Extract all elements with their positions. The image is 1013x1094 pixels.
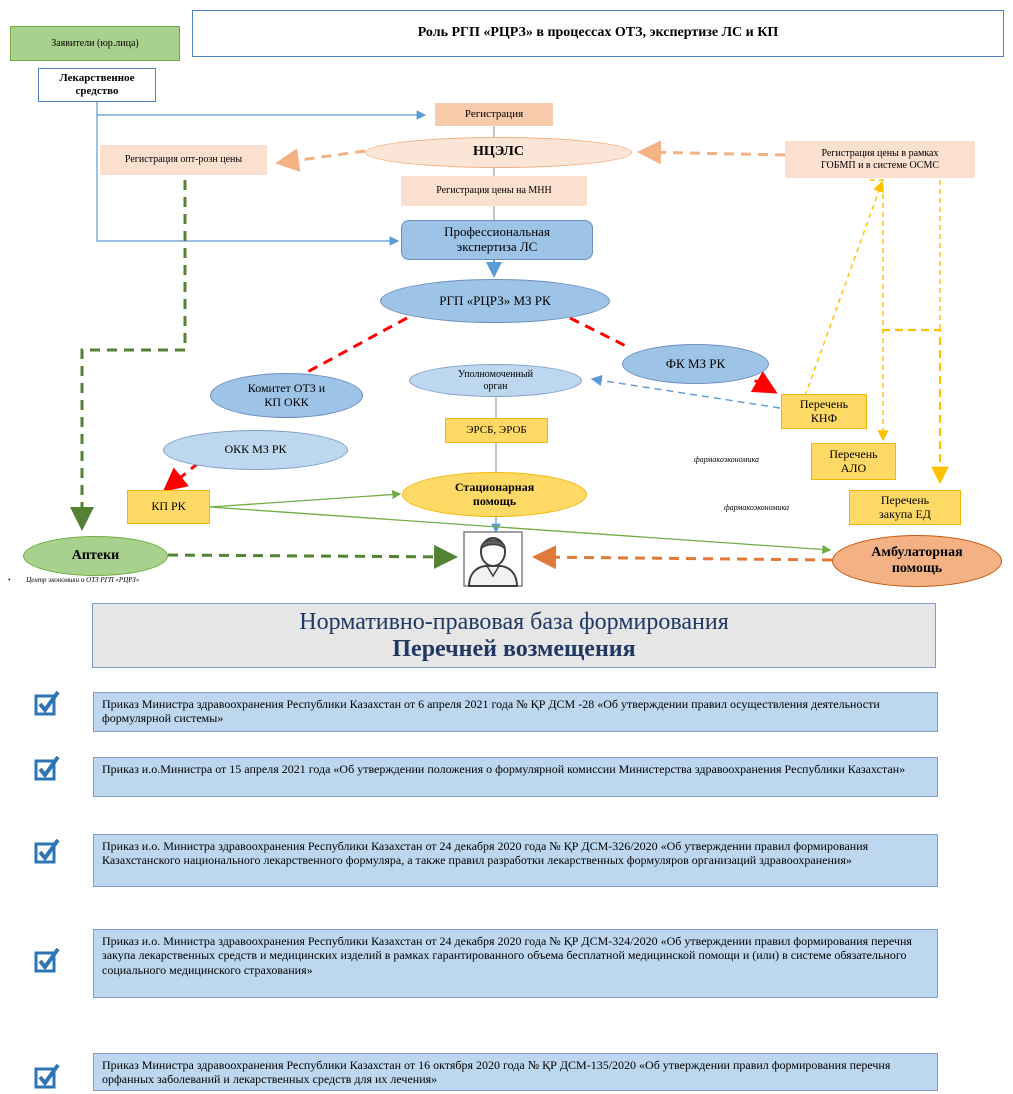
ed-line1: Перечень [880, 492, 930, 507]
medicine-box: Лекарственное средство [38, 68, 156, 102]
arrow-kp-inpatient [209, 489, 402, 508]
rcrz-node: РГП «РЦРЗ» МЗ РК [380, 279, 610, 323]
arrow-kp-outpatient [209, 506, 832, 554]
kp-rk-box: КП РК [127, 490, 210, 524]
gobmp-line2: ГОБМП и в системе ОСМС [820, 159, 940, 171]
arrow-knf-gobmp [804, 180, 884, 397]
committee-line1: Комитет ОТЗ и [247, 380, 326, 395]
pharmacoeconomics-label-2: фармакоэкономика [724, 503, 789, 512]
inpatient-node: Стационарная помощь [402, 472, 587, 517]
alo-line2: АЛО [840, 460, 867, 475]
applicants-box: Заявители (юр.лица) [10, 26, 180, 61]
arrow-knf-authorized [590, 374, 781, 409]
patient-icon [463, 531, 523, 587]
law-item-1: Приказ Министра здравоохранения Республи… [93, 692, 938, 732]
arrow-medicine-expertise [96, 115, 400, 246]
wholesale-price-box: Регистрация опт-розн цены [100, 145, 267, 175]
law-item-5: Приказ Министра здравоохранения Республи… [93, 1053, 938, 1091]
knf-line2: КНФ [810, 410, 838, 425]
pharmacoeconomics-label-1: фармакоэкономика [694, 455, 759, 464]
authorized-line2: орган [483, 380, 508, 392]
inpatient-line1: Стационарная [454, 479, 535, 494]
expertise-line1: Профессиональная [444, 224, 550, 240]
legal-header-line1: Нормативно-правовая база формирования [299, 609, 729, 636]
arrow-rcrz-fk [569, 316, 631, 350]
registration-box: Регистрация [435, 103, 553, 126]
committee-node: Комитет ОТЗ и КП ОКК [210, 373, 363, 418]
checkbox-icon [34, 690, 60, 721]
arrow-outpatient-patient [532, 545, 833, 570]
medicine-line2: средство [75, 85, 119, 97]
gobmp-price-box: Регистрация цены в рамках ГОБМП и в сист… [785, 141, 975, 178]
ed-line2: закупа ЕД [879, 506, 931, 521]
authorized-line1: Уполномоченный [458, 369, 533, 380]
arrow-rcrz-committee [299, 316, 408, 378]
arrow-ncels-wholesale [275, 148, 366, 173]
okk-node: ОКК МЗ РК [163, 430, 348, 470]
list-alo-box: Перечень АЛО [811, 443, 896, 480]
footnote: • Центр экономики и ОТЗ РГП «РЦРЗ» [8, 576, 139, 584]
checkbox-icon [34, 838, 60, 869]
ersb-box: ЭРСБ, ЭРОБ [445, 418, 548, 443]
checkbox-icon [34, 1063, 60, 1094]
arrow-gobmp-ncels [637, 140, 786, 165]
checkbox-icon [34, 755, 60, 786]
list-knf-box: Перечень КНФ [781, 394, 867, 429]
legal-header: Нормативно-правовая база формирования Пе… [92, 603, 936, 668]
ncels-node: НЦЭЛС [365, 137, 632, 168]
alo-line1: Перечень [829, 446, 878, 461]
committee-line2: КП ОКК [264, 394, 309, 409]
law-item-4: Приказ и.о. Министра здравоохранения Рес… [93, 929, 938, 998]
diagram-connectors [70, 102, 949, 570]
arrow-medicine-registration [96, 102, 427, 120]
expertise-line2: экспертиза ЛС [456, 239, 538, 254]
pharmacies-node: Аптеки [23, 536, 168, 576]
list-ed-box: Перечень закупа ЕД [849, 490, 961, 525]
outpatient-line1: Амбулаторная [871, 544, 963, 560]
diagram-title: Роль РГП «РЦРЗ» в процессах ОТЗ, эксперт… [192, 10, 1004, 57]
checkbox-icon [34, 947, 60, 978]
authorized-node: Уполномоченный орган [409, 364, 582, 397]
legal-header-line2: Перечней возмещения [392, 635, 636, 662]
gobmp-line1: Регистрация цены в рамках [821, 148, 939, 159]
outpatient-line2: помощь [891, 561, 943, 576]
inpatient-line2: помощь [472, 493, 517, 508]
medicine-line1: Лекарственное [59, 72, 135, 85]
arrow-wholesale-pharmacies [70, 180, 187, 531]
law-item-3: Приказ и.о. Министра здравоохранения Рес… [93, 834, 938, 887]
law-item-2: Приказ и.о.Министра от 15 апреля 2021 го… [93, 757, 938, 797]
footnote-bullet: • [8, 576, 11, 584]
outpatient-node: Амбулаторная помощь [832, 535, 1002, 587]
expertise-box: Профессиональная экспертиза ЛС [401, 220, 593, 260]
mnn-price-box: Регистрация цены на МНН [401, 176, 587, 206]
arrow-pharmacies-patient [167, 544, 458, 569]
fk-node: ФК МЗ РК [622, 344, 769, 384]
knf-line1: Перечень [799, 396, 849, 411]
footnote-text: Центр экономики и ОТЗ РГП «РЦРЗ» [26, 576, 140, 584]
